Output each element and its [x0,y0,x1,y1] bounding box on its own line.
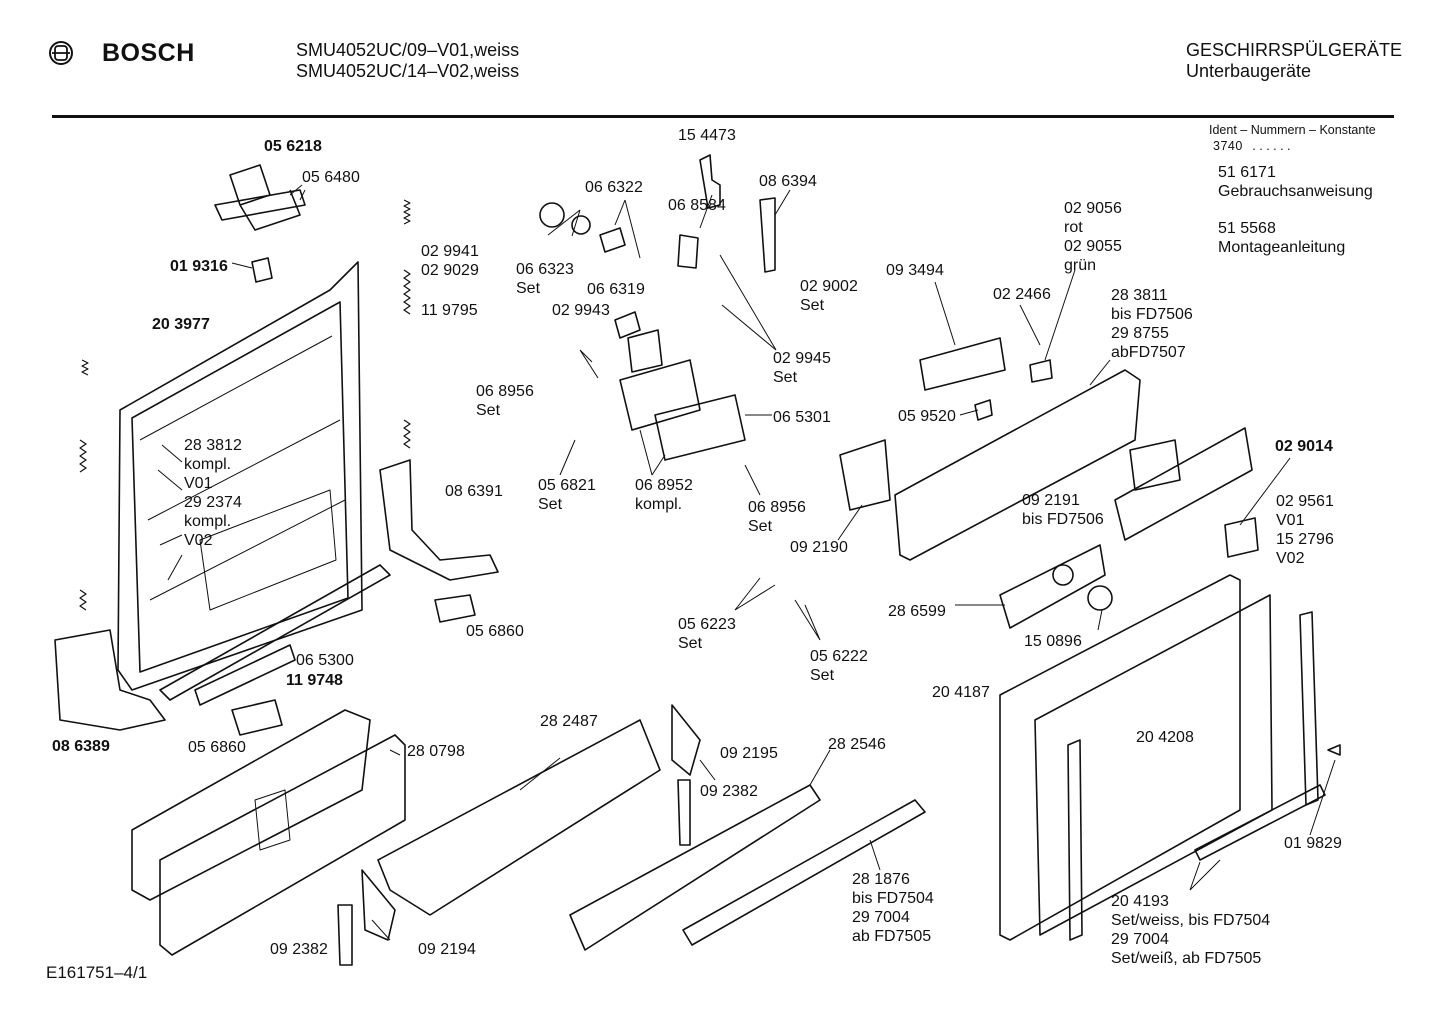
brand-name: BOSCH [102,38,195,67]
part-label: 15 4473 [678,127,736,144]
part-label: 09 2382 [270,941,328,958]
part-label: 06 6319 [587,281,645,298]
clip-part [251,257,273,283]
screw-part [1327,744,1341,756]
part-label: 08 6389 [52,738,110,755]
bracket-part [671,704,701,776]
category-line-1: GESCHIRRSPÜLGERÄTE [1185,40,1402,60]
part-label: 28 2546 [828,736,886,753]
part-label: 11 9795 [421,302,478,319]
button-part [974,399,993,421]
part-label: 06 8584 [668,197,726,214]
plinth-part [569,784,821,951]
front-panel-part [131,709,406,956]
part-label: 20 3977 [152,316,210,333]
part-label: 20 4208 [1136,729,1194,746]
control-panel-part [894,369,1259,629]
drawing-code: E161751–4/1 [46,963,148,982]
part-label: 06 5300 [296,652,354,669]
timer-part [839,439,891,511]
part-label: 05 6860 [188,739,246,756]
part-label: 20 4187 [932,684,990,701]
brand-logo: BOSCH [48,38,195,68]
control-module-part [539,154,776,461]
part-label: 01 9316 [170,258,228,275]
part-label: 05 6860 [466,623,524,640]
part-label: 28 2487 [540,713,598,730]
spring-part [79,199,411,611]
rail-part [159,564,391,701]
part-label: 11 9748 [286,672,343,689]
document-number: 51 6171 [1218,164,1276,181]
part-label: 08 6394 [759,173,817,190]
leader-lines [157,184,1336,941]
bosch-armature-logo-icon [49,41,73,65]
part-label: 28 6599 [888,603,946,620]
part-label: 06 6322 [585,179,643,196]
bracket-part [361,869,396,941]
cover-plate-part [377,719,661,916]
ident-dots: . . . . . . [1252,139,1291,153]
part-label: 02 9014 [1275,438,1333,455]
door-hinge-part [54,459,499,731]
part-label: 09 2195 [720,745,778,762]
part-label: 05 9520 [898,408,956,425]
model-line-1: SMU4052UC/09–V01,weiss [296,40,520,60]
part-label: 05 6480 [302,169,360,186]
document-entry: 51 5568 Montageanleitung [1218,219,1345,257]
sensor-part [1029,359,1053,383]
part-label: 09 2190 [790,539,848,556]
ident-value: 3740 [1213,139,1243,153]
part-label: 15 0896 [1024,633,1082,650]
model-designations: SMU4052UC/09–V01,weiss SMU4052UC/14–V02,… [296,40,519,82]
ident-block: Ident – Nummern – Konstante 3740 . . . .… [1209,122,1376,154]
plinth-strip-part [682,799,926,946]
bracket-part [677,779,691,846]
part-label: 05 6218 [264,138,322,155]
outer-door-part [999,574,1326,941]
rail-part [194,644,296,706]
document-name: Montageanleitung [1218,239,1346,256]
part-label: 06 5301 [773,409,831,426]
foam-block-part [231,699,283,736]
model-line-2: SMU4052UC/14–V02,weiss [296,61,520,81]
part-label: 08 6391 [445,483,503,500]
part-label: 09 2382 [700,783,758,800]
terminal-block-part [919,337,1006,391]
part-label: 02 2466 [993,286,1051,303]
document-name: Gebrauchsanweisung [1218,183,1373,200]
ident-title: Ident – Nummern – Konstante [1209,123,1376,137]
foam-block-part [434,594,476,623]
header-divider [52,115,1394,118]
product-category: GESCHIRRSPÜLGERÄTE Unterbaugeräte [1186,40,1402,82]
bracket-part [337,904,353,966]
document-number: 51 5568 [1218,220,1276,237]
document-entry: 51 6171 Gebrauchsanweisung [1218,163,1373,201]
part-label: 09 2194 [418,941,476,958]
part-label: 01 9829 [1284,835,1342,852]
part-label: 09 3494 [886,262,944,279]
category-line-2: Unterbaugeräte [1185,61,1312,81]
door-latch-part [214,164,306,231]
part-label: 28 0798 [407,743,465,760]
part-label: 02 9943 [552,302,610,319]
